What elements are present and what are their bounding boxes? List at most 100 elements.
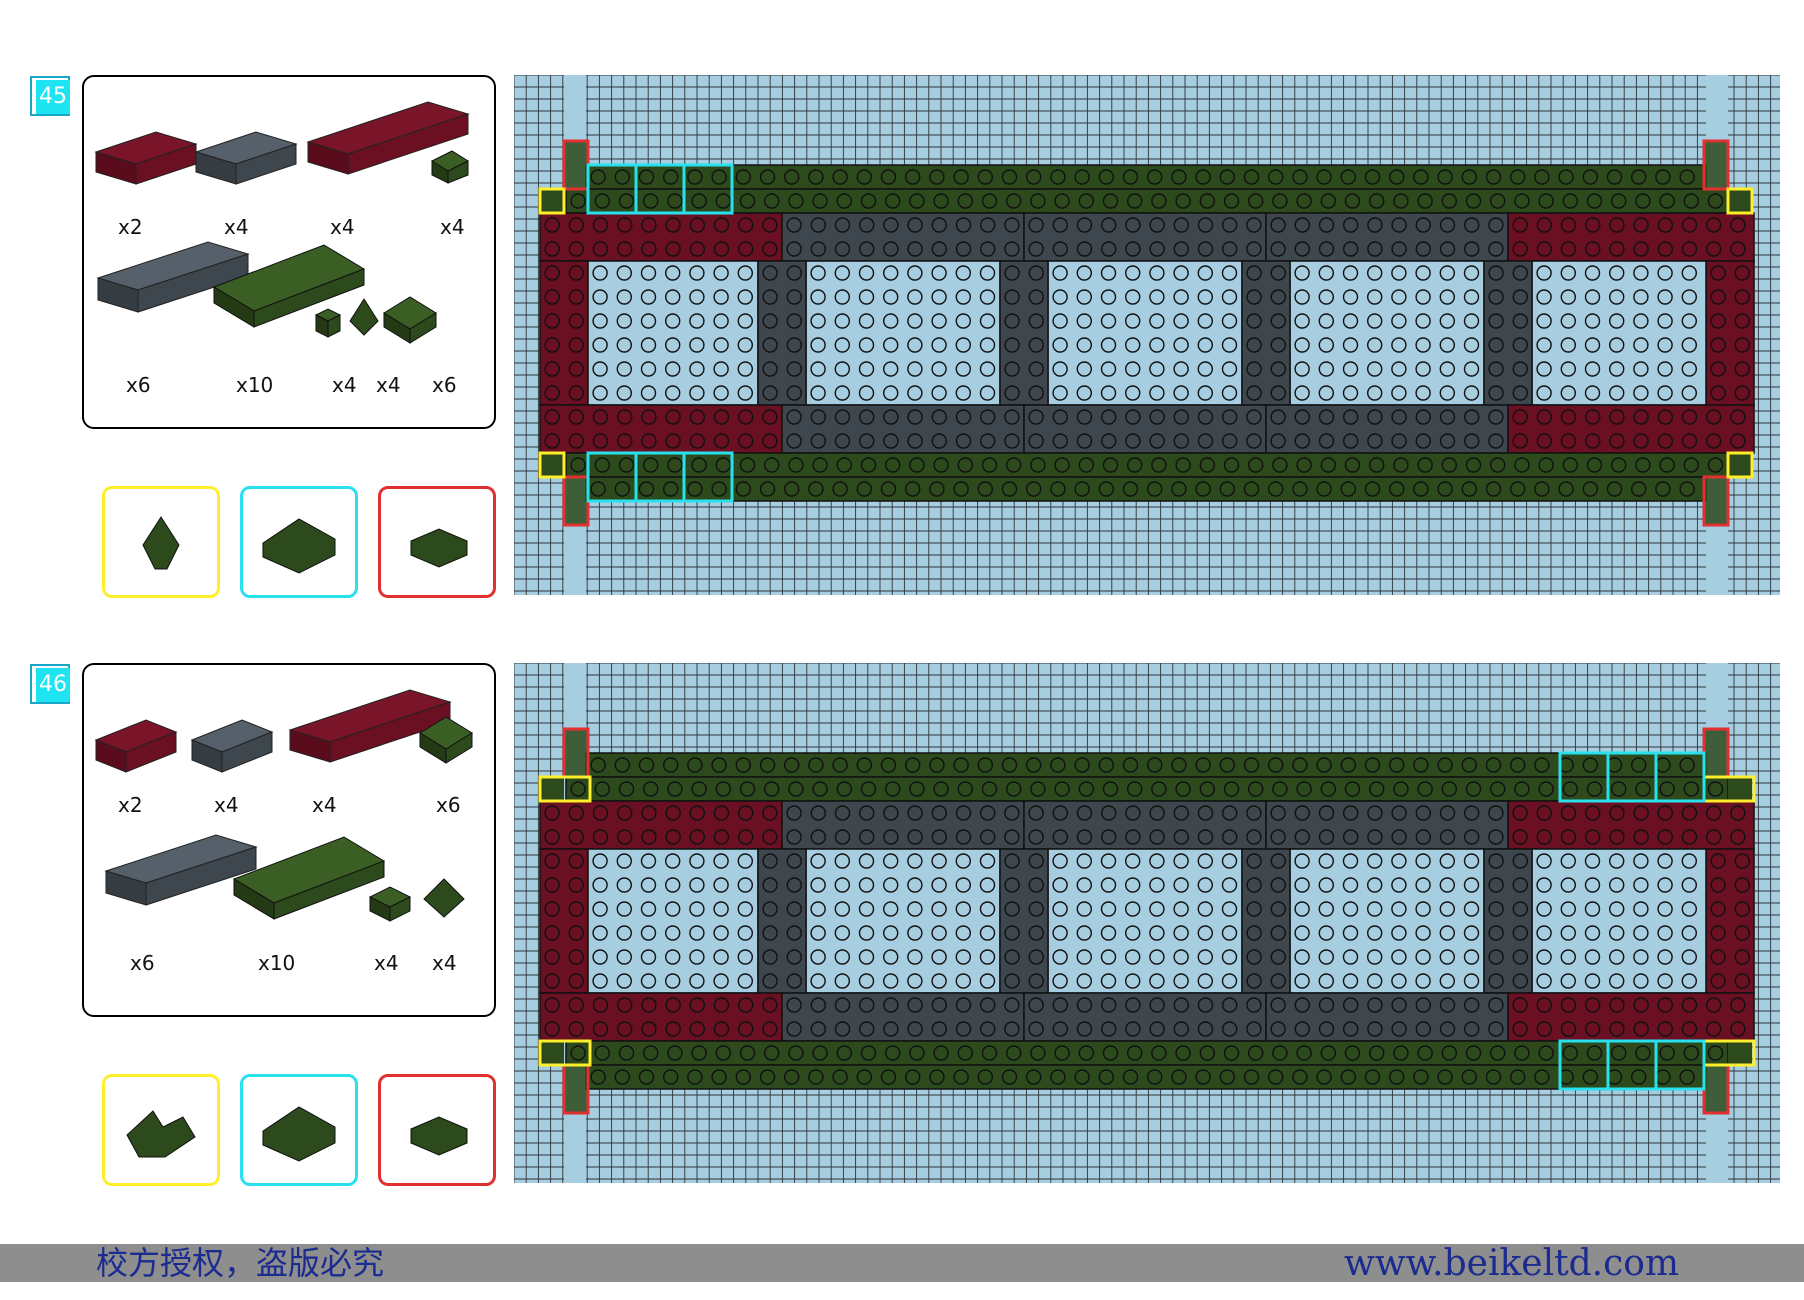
red-brick-vertical [1705, 260, 1755, 406]
highlight-yellow [538, 187, 566, 215]
open-panel [587, 848, 759, 994]
build-board [514, 663, 1780, 1183]
qty-label: x4 [214, 793, 239, 817]
brick-2x4-gray-icon [194, 131, 298, 185]
slope-corner-green-icon [423, 878, 465, 918]
qty-label: x10 [258, 951, 296, 975]
gray-brick [781, 800, 1025, 850]
open-panel [1531, 260, 1707, 406]
gray-brick [1023, 800, 1267, 850]
brick-2x4-gray-icon [190, 719, 274, 773]
gray-brick-vertical [757, 260, 807, 406]
parts-list: x2 x4 x4 x6 x6 x10 x4 x4 [82, 663, 496, 1017]
gray-brick [1023, 992, 1267, 1042]
gray-brick [781, 212, 1025, 262]
gray-brick [1023, 404, 1267, 454]
open-panel [805, 848, 1001, 994]
red-brick [539, 800, 783, 850]
gray-brick-vertical [999, 260, 1049, 406]
gray-brick-vertical [757, 848, 807, 994]
highlight-yellow [538, 775, 592, 803]
qty-label: x6 [432, 373, 457, 397]
footer-bar: 校方授权，盗版必究 www.beikeltd.com [0, 1243, 1804, 1284]
gray-brick-vertical [1483, 848, 1533, 994]
step-number: 46 [36, 668, 70, 702]
red-brick [1507, 992, 1755, 1042]
highlight-yellow [538, 1039, 592, 1067]
open-panel [1047, 848, 1243, 994]
qty-label: x4 [224, 215, 249, 239]
highlight-yellow [1726, 451, 1754, 479]
red-brick [1507, 800, 1755, 850]
green-row-bottom-1 [565, 452, 1729, 478]
highlight-red [1702, 139, 1730, 191]
slope-green-icon [419, 716, 473, 764]
gray-brick-vertical [1483, 260, 1533, 406]
highlight-cyan [1654, 1039, 1706, 1091]
build-board [514, 75, 1780, 595]
gray-brick [1265, 404, 1509, 454]
gray-brick [1265, 212, 1509, 262]
brick-2x8-red-icon [306, 101, 470, 175]
gray-brick [1265, 992, 1509, 1042]
green-row-bottom-2 [585, 476, 1707, 502]
qty-label: x4 [440, 215, 465, 239]
callout-red [378, 486, 496, 598]
website-link[interactable]: www.beikeltd.com [1344, 1243, 1680, 1284]
open-panel [1289, 260, 1485, 406]
qty-label: x4 [432, 951, 457, 975]
gray-brick-vertical [999, 848, 1049, 994]
highlight-cyan [1654, 751, 1706, 803]
open-panel [1289, 848, 1485, 994]
parts-list: x2 x4 x4 x4 x6 x10 x4 x4 x6 [82, 75, 496, 429]
gray-brick [1023, 212, 1267, 262]
parts-illustrations [94, 101, 470, 344]
step-46: 46 [0, 588, 1804, 1186]
brick-2x8-red-icon [288, 689, 452, 763]
highlight-cyan [682, 163, 734, 215]
qty-label: x4 [330, 215, 355, 239]
highlight-yellow [1726, 187, 1754, 215]
gray-brick-vertical [1241, 260, 1291, 406]
parts-illustrations [94, 689, 473, 922]
brick-1x1-green-icon [314, 308, 342, 338]
highlight-cyan [682, 451, 734, 503]
qty-label: x2 [118, 793, 143, 817]
open-panel [587, 260, 759, 406]
brick-2x6-gray-icon [104, 834, 258, 906]
step-number: 45 [36, 80, 70, 114]
red-brick [1507, 212, 1755, 262]
green-row-top-1 [585, 164, 1707, 190]
red-brick [539, 212, 783, 262]
red-brick-vertical [539, 260, 589, 406]
slope-small-green-icon [430, 150, 470, 184]
step-45: 45 [0, 0, 1804, 598]
qty-label: x4 [376, 373, 401, 397]
step-number-badge: 45 [30, 76, 70, 116]
red-brick [539, 404, 783, 454]
red-brick-vertical [539, 848, 589, 994]
highlight-yellow [538, 451, 566, 479]
callout-yellow [102, 1074, 220, 1186]
red-brick [539, 992, 783, 1042]
callout-red [378, 1074, 496, 1186]
gray-brick [1265, 800, 1509, 850]
qty-label: x4 [374, 951, 399, 975]
green-row-bottom-2 [585, 1064, 1707, 1090]
green-row-top-2 [565, 776, 1729, 802]
qty-label: x2 [118, 215, 143, 239]
callout-cyan [240, 486, 358, 598]
red-brick-vertical [1705, 848, 1755, 994]
cone-green-icon [349, 298, 379, 336]
roof-long-green-icon [212, 244, 366, 328]
gray-brick [781, 992, 1025, 1042]
open-panel [805, 260, 1001, 406]
open-panel [1047, 260, 1243, 406]
gray-brick [781, 404, 1025, 454]
slope-small-green-icon [368, 886, 412, 922]
qty-label: x6 [130, 951, 155, 975]
callout-cyan [240, 1074, 358, 1186]
qty-label: x6 [126, 373, 151, 397]
brick-2x4-red-icon [94, 719, 178, 773]
slope-green-icon [383, 296, 437, 344]
